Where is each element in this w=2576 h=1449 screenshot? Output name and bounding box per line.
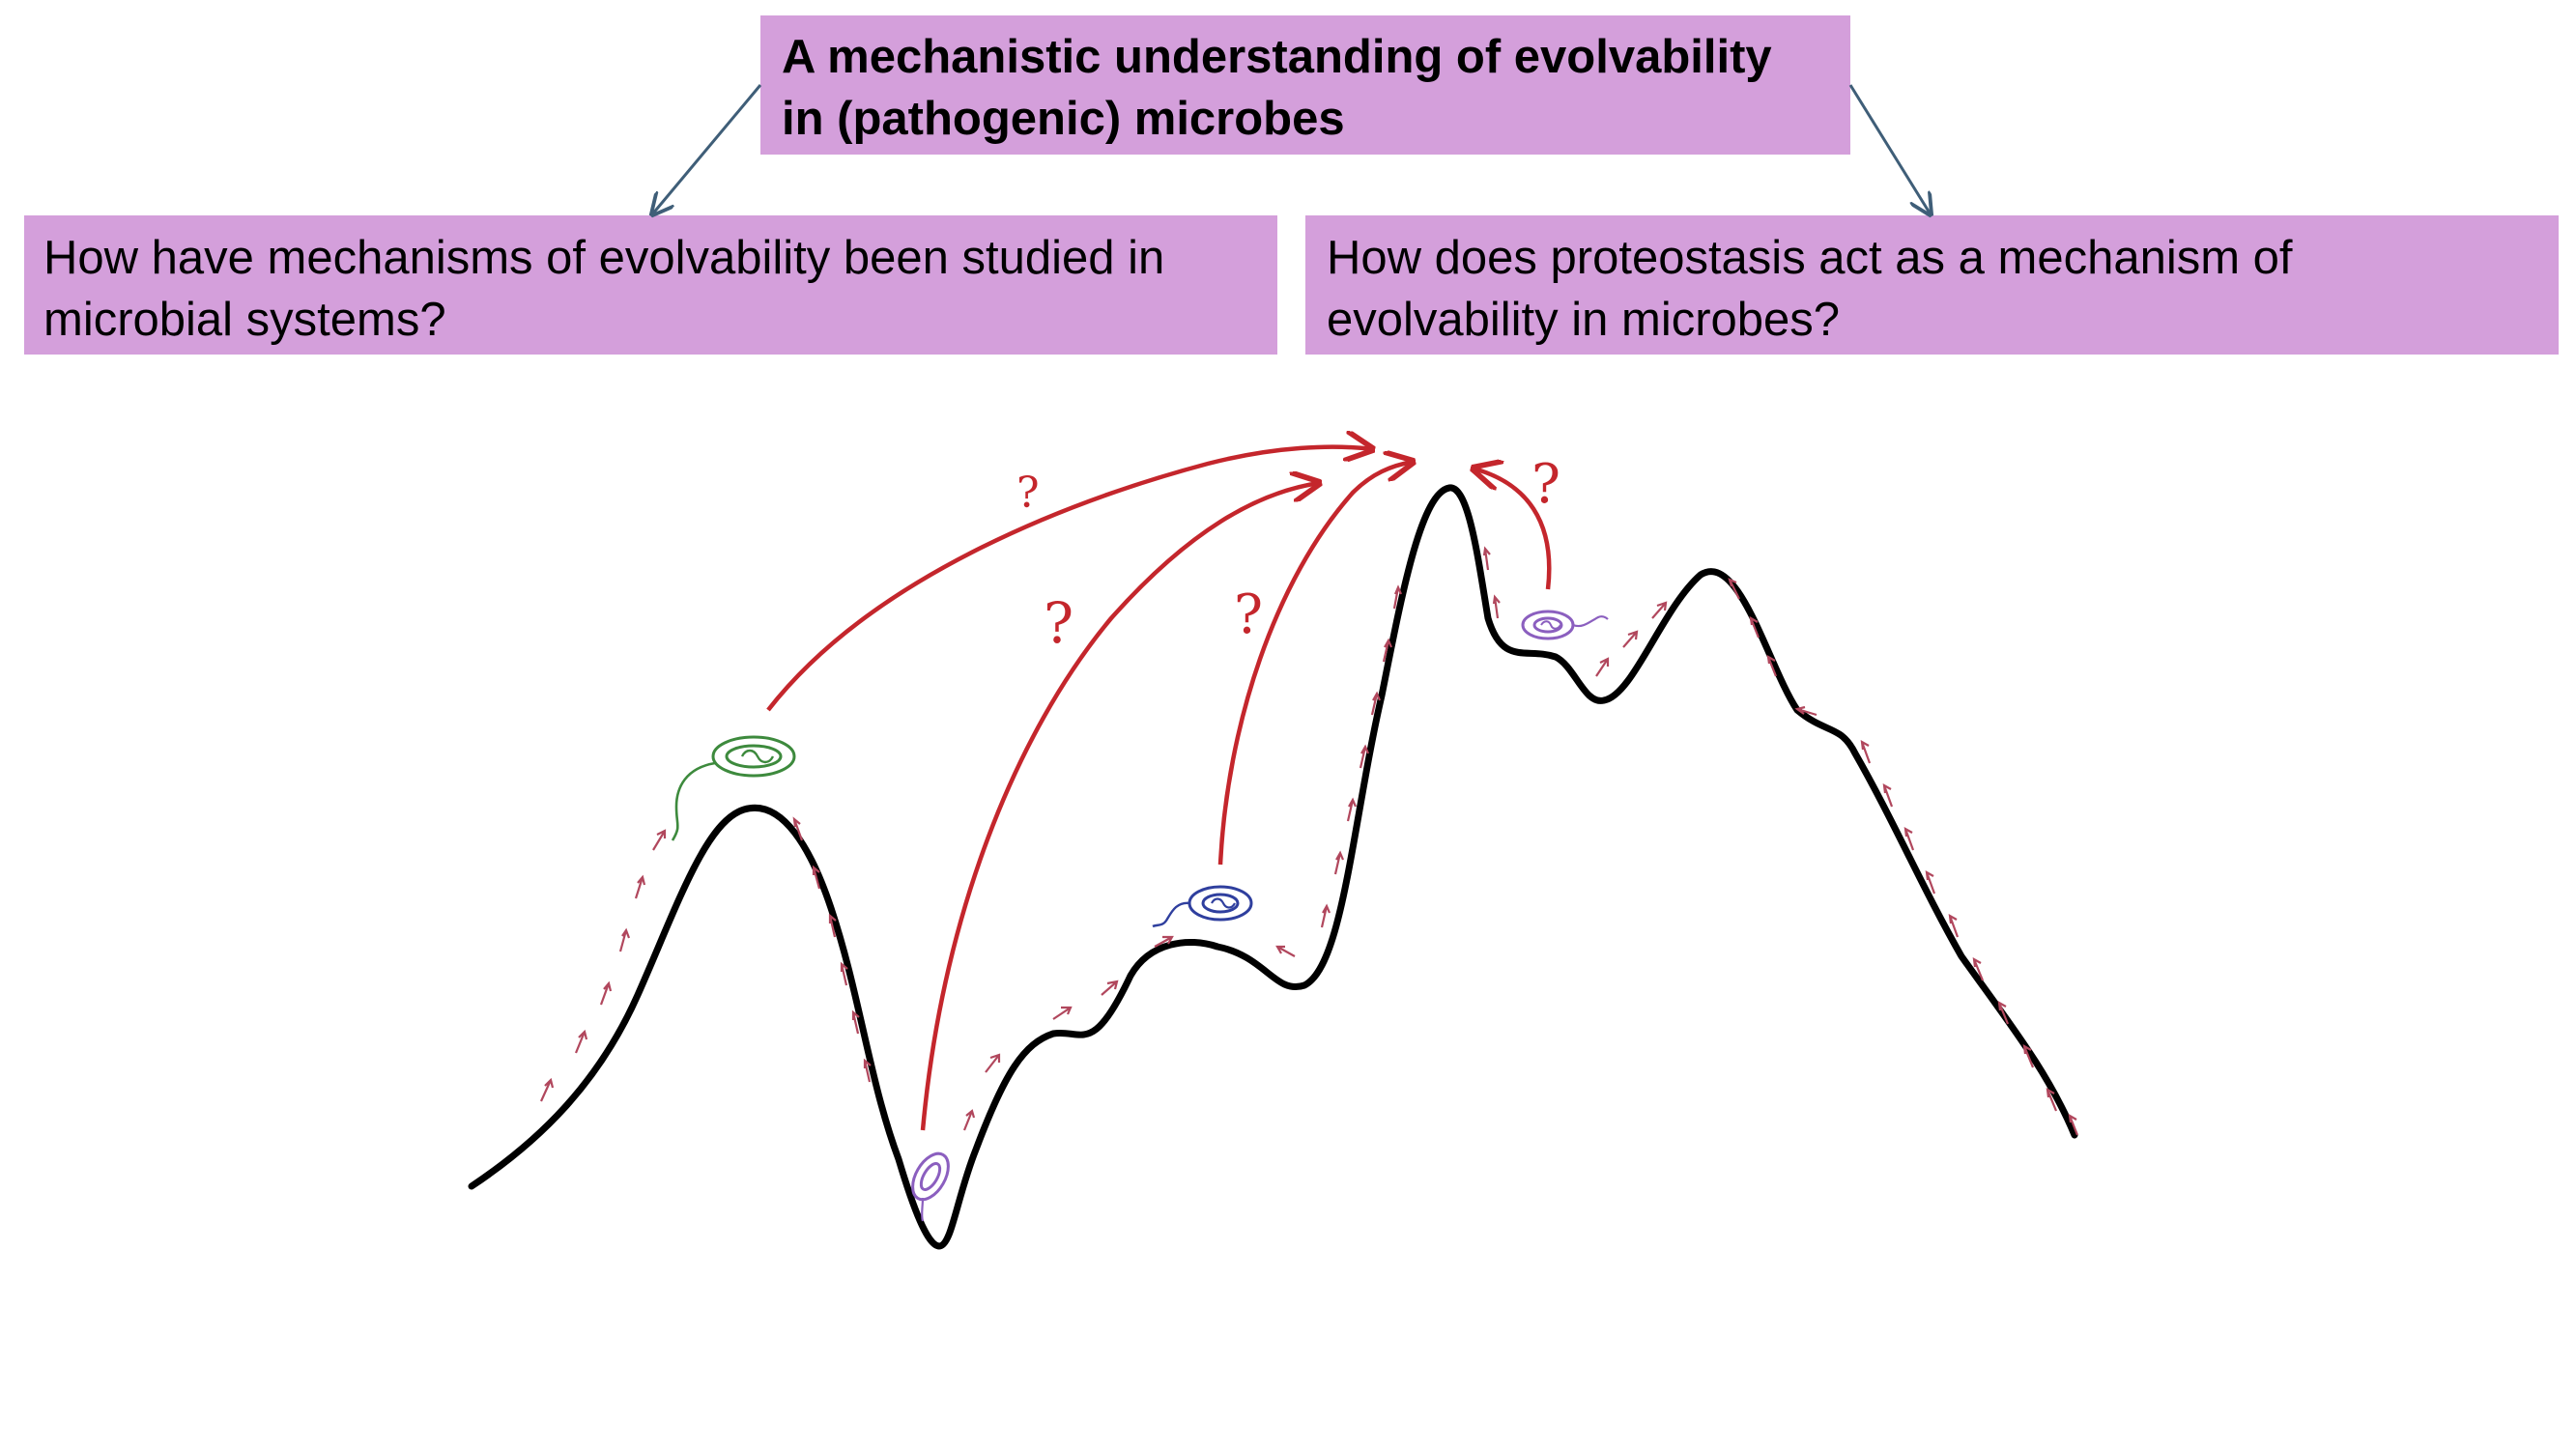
sub-question-right-line-1: How does proteostasis act as a mechanism…: [1327, 232, 2293, 284]
uphill-arrow: [1997, 1000, 2010, 1025]
microbe-cell-icon-green: [671, 735, 796, 841]
uphill-arrow: [1052, 1006, 1073, 1020]
uphill-arrow: [1346, 797, 1358, 822]
uphill-arrow: [851, 1009, 860, 1035]
uphill-arrow: [1794, 705, 1818, 717]
uphill-arrow: [863, 1058, 872, 1083]
fitness-landscape-curve: [468, 484, 2078, 1250]
uphill-arrow: [1860, 739, 1872, 764]
uphill-arrow: [539, 1077, 555, 1102]
uphill-arrow: [1903, 826, 1915, 851]
uphill-arrow: [1492, 594, 1501, 619]
evolutionary-path-3: [1217, 462, 1413, 866]
evolutionary-path-1: [766, 447, 1372, 712]
uphill-arrow: [1595, 657, 1610, 677]
microbe-cell-icon-purple-peak: [1521, 610, 1609, 640]
microbe-cell-icon-blue: [1152, 885, 1253, 928]
uphill-arrows: [539, 546, 2079, 1136]
evolutionary-path-2: [920, 483, 1319, 1131]
sub-question-right-line-2: evolvability in microbes?: [1327, 293, 1841, 346]
sub-question-left-box: How have mechanisms of evolvability been…: [24, 215, 1277, 355]
question-mark-4: ?: [1531, 453, 1560, 516]
uphill-arrow: [792, 816, 804, 841]
microbe-cell-icon-purple-valley: [911, 1151, 950, 1222]
sub-question-right-box: How does proteostasis act as a mechanism…: [1305, 215, 2559, 355]
uphill-arrow: [618, 927, 631, 952]
uphill-arrow: [1482, 546, 1491, 571]
uphill-arrow: [1972, 956, 1985, 981]
connector-arrow-right: [1848, 84, 1931, 214]
uphill-arrow: [1359, 744, 1370, 769]
uphill-arrow: [985, 1053, 1001, 1073]
uphill-arrow: [1766, 654, 1778, 677]
uphill-arrow: [1101, 980, 1119, 996]
uphill-arrow: [1275, 945, 1296, 957]
connector-arrow-left: [652, 84, 762, 214]
sub-question-left-line-2: microbial systems?: [43, 293, 446, 346]
uphill-arrow: [840, 961, 848, 986]
uphill-arrow: [1392, 584, 1403, 610]
uphill-arrow: [1382, 638, 1393, 663]
uphill-arrow: [1651, 601, 1668, 619]
uphill-arrow: [1948, 913, 1960, 938]
question-mark-1: ?: [1016, 469, 1040, 518]
uphill-arrow: [599, 980, 613, 1006]
uphill-arrow: [2046, 1087, 2058, 1112]
uphill-arrow: [828, 913, 837, 938]
uphill-arrow: [1320, 903, 1331, 928]
main-question-line-1: A mechanistic understanding of evolvabil…: [782, 31, 1772, 83]
uphill-arrow: [1154, 935, 1174, 948]
main-question-box: A mechanistic understanding of evolvabil…: [760, 15, 1850, 155]
uphill-arrow: [1882, 782, 1894, 808]
uphill-arrow: [2068, 1113, 2079, 1136]
uphill-arrow: [1749, 615, 1760, 639]
uphill-arrow: [1622, 630, 1639, 648]
evolutionary-path-4: [1474, 469, 1552, 590]
uphill-arrow: [634, 874, 646, 899]
uphill-arrow: [962, 1109, 976, 1131]
question-mark-3: ?: [1234, 583, 1263, 646]
uphill-arrow: [1370, 691, 1382, 716]
question-mark-2: ?: [1044, 590, 1073, 656]
uphill-arrow: [1333, 850, 1345, 875]
uphill-arrow: [574, 1029, 588, 1054]
uphill-arrow: [1728, 578, 1740, 600]
sub-question-left-line-1: How have mechanisms of evolvability been…: [43, 232, 1165, 284]
uphill-arrow: [812, 865, 821, 890]
uphill-arrow: [652, 829, 667, 851]
uphill-arrow: [2022, 1043, 2035, 1068]
main-question-line-2: in (pathogenic) microbes: [782, 92, 1345, 145]
uphill-arrow: [1925, 869, 1936, 895]
